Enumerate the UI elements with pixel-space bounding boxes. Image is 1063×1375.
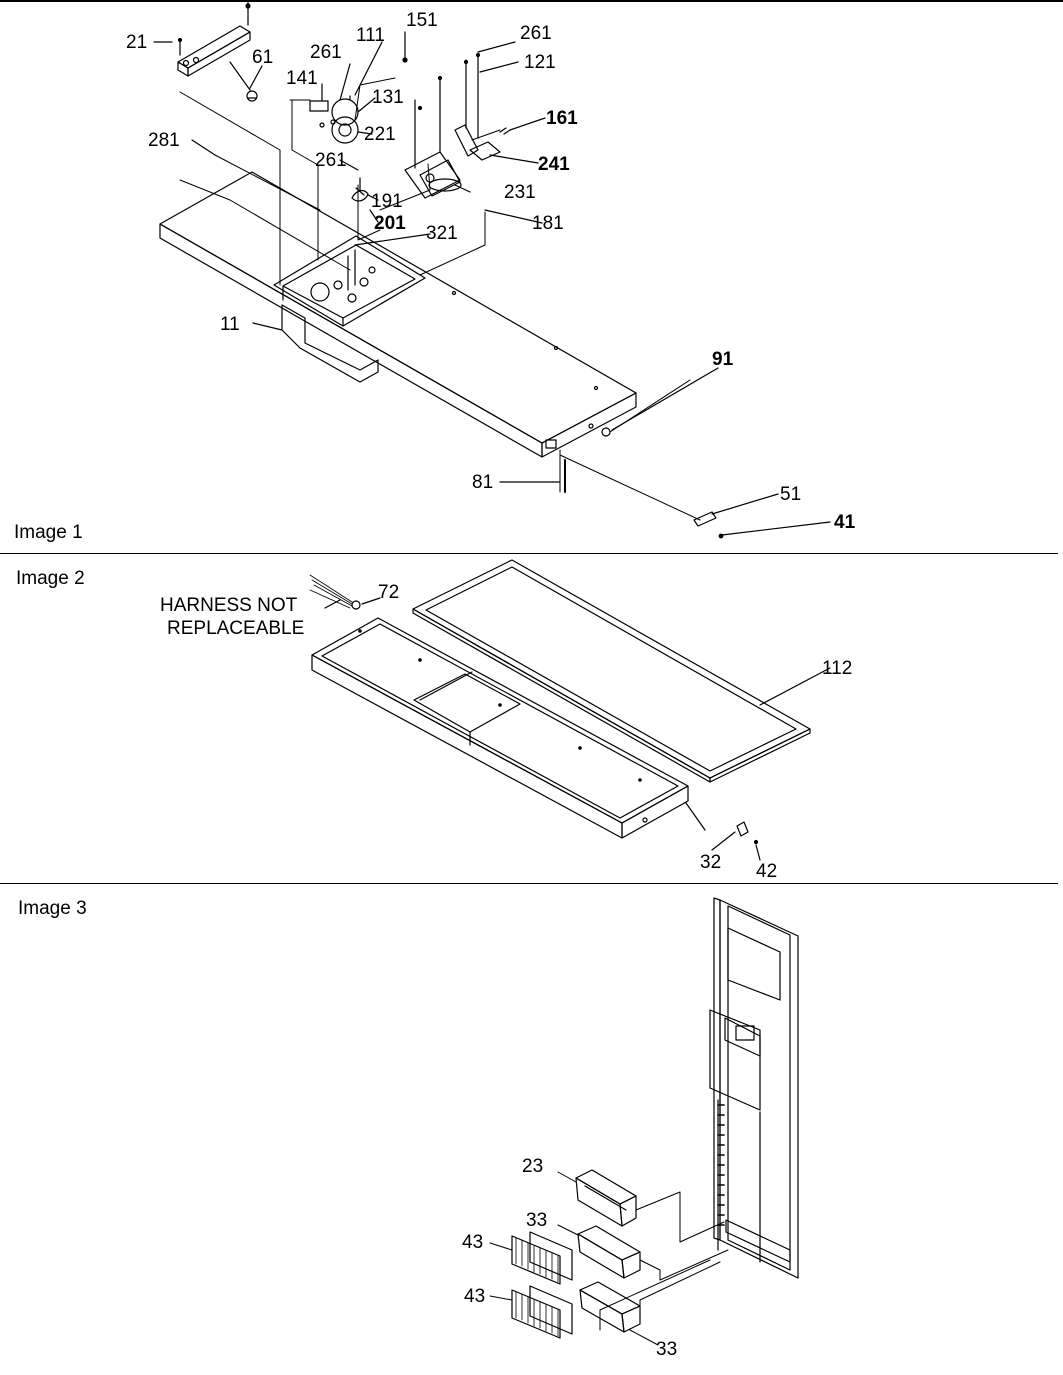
callout-33-upper: 33 (526, 1210, 547, 1231)
callout-41: 41 (834, 512, 856, 533)
callout-43-lower: 43 (464, 1286, 485, 1307)
callout-23: 23 (522, 1156, 543, 1177)
image-3-leaders (489, 1171, 729, 1346)
part-61 (229, 61, 258, 102)
callout-112: 112 (822, 658, 852, 679)
callout-241: 241 (538, 154, 570, 175)
image-2-drawing (309, 559, 831, 861)
actuator-part-231 (402, 57, 462, 199)
callout-131: 131 (372, 87, 404, 108)
callout-11: 11 (220, 314, 240, 335)
callout-111: 111 (356, 25, 385, 46)
image-3-callouts: 23 33 43 43 33 (462, 1156, 677, 1360)
section-label-image-1: Image 1 (14, 522, 83, 543)
harness-note-line-1: HARNESS NOT (160, 595, 298, 616)
callout-191: 191 (371, 191, 403, 212)
callout-72: 72 (378, 582, 399, 603)
image-1-callout-leaders (153, 31, 831, 536)
callout-61: 61 (252, 47, 273, 68)
callout-321: 321 (426, 223, 458, 244)
image-2-leaders (324, 597, 831, 861)
callout-51: 51 (780, 484, 801, 505)
door-assembly (709, 897, 799, 1279)
callout-281: 281 (148, 130, 180, 151)
callout-43-upper: 43 (462, 1232, 483, 1253)
bin-part-33-upper (577, 1225, 641, 1279)
rack-part-43-upper (511, 1231, 573, 1285)
callout-261-b: 261 (520, 23, 552, 44)
top-border (0, 0, 1063, 2)
image-1-leader-lines (179, 77, 701, 521)
callout-42: 42 (756, 861, 777, 882)
panel-tray (311, 617, 689, 839)
callout-91: 91 (712, 349, 734, 370)
callout-201: 201 (374, 213, 406, 234)
rack-part-43-lower (511, 1285, 573, 1339)
callout-261-a: 261 (310, 42, 342, 63)
callout-21: 21 (126, 32, 147, 53)
callout-221: 221 (364, 124, 396, 145)
callout-33-lower: 33 (656, 1339, 677, 1360)
harness-note-line-2: REPLACEABLE (167, 618, 304, 639)
callout-261-c: 261 (315, 150, 347, 171)
part-51 (693, 511, 717, 527)
bin-part-33-lower (579, 1281, 641, 1333)
callout-151: 151 (406, 10, 438, 31)
section-label-image-2: Image 2 (16, 568, 85, 589)
image-3-drawing (489, 897, 799, 1346)
part-42 (753, 839, 759, 845)
callout-141: 141 (286, 68, 318, 89)
callout-32: 32 (700, 852, 721, 873)
control-panel-housing (159, 171, 637, 458)
wire-harness (309, 574, 361, 610)
lever-part-241 (454, 52, 511, 161)
switch-assembly (309, 95, 359, 144)
callout-231: 231 (504, 182, 536, 203)
callout-121: 121 (524, 52, 556, 73)
gasket-part-112 (412, 559, 811, 783)
section-label-image-3: Image 3 (18, 898, 87, 919)
part-32 (736, 821, 749, 837)
section-divider-2 (0, 883, 1058, 884)
callout-181: 181 (532, 213, 564, 234)
image-1-drawing (153, 1, 831, 539)
bin-part-23 (575, 1169, 637, 1227)
image-2-callouts: HARNESS NOT REPLACEABLE 72 112 32 42 (160, 582, 852, 882)
callout-81: 81 (472, 472, 493, 493)
section-divider-1 (0, 553, 1058, 554)
callout-161: 161 (546, 108, 578, 129)
part-191-201 (351, 177, 369, 202)
bracket-part-21 (177, 1, 251, 77)
image-1-callouts: 21 61 261 111 151 261 121 141 131 221 16… (126, 10, 856, 533)
